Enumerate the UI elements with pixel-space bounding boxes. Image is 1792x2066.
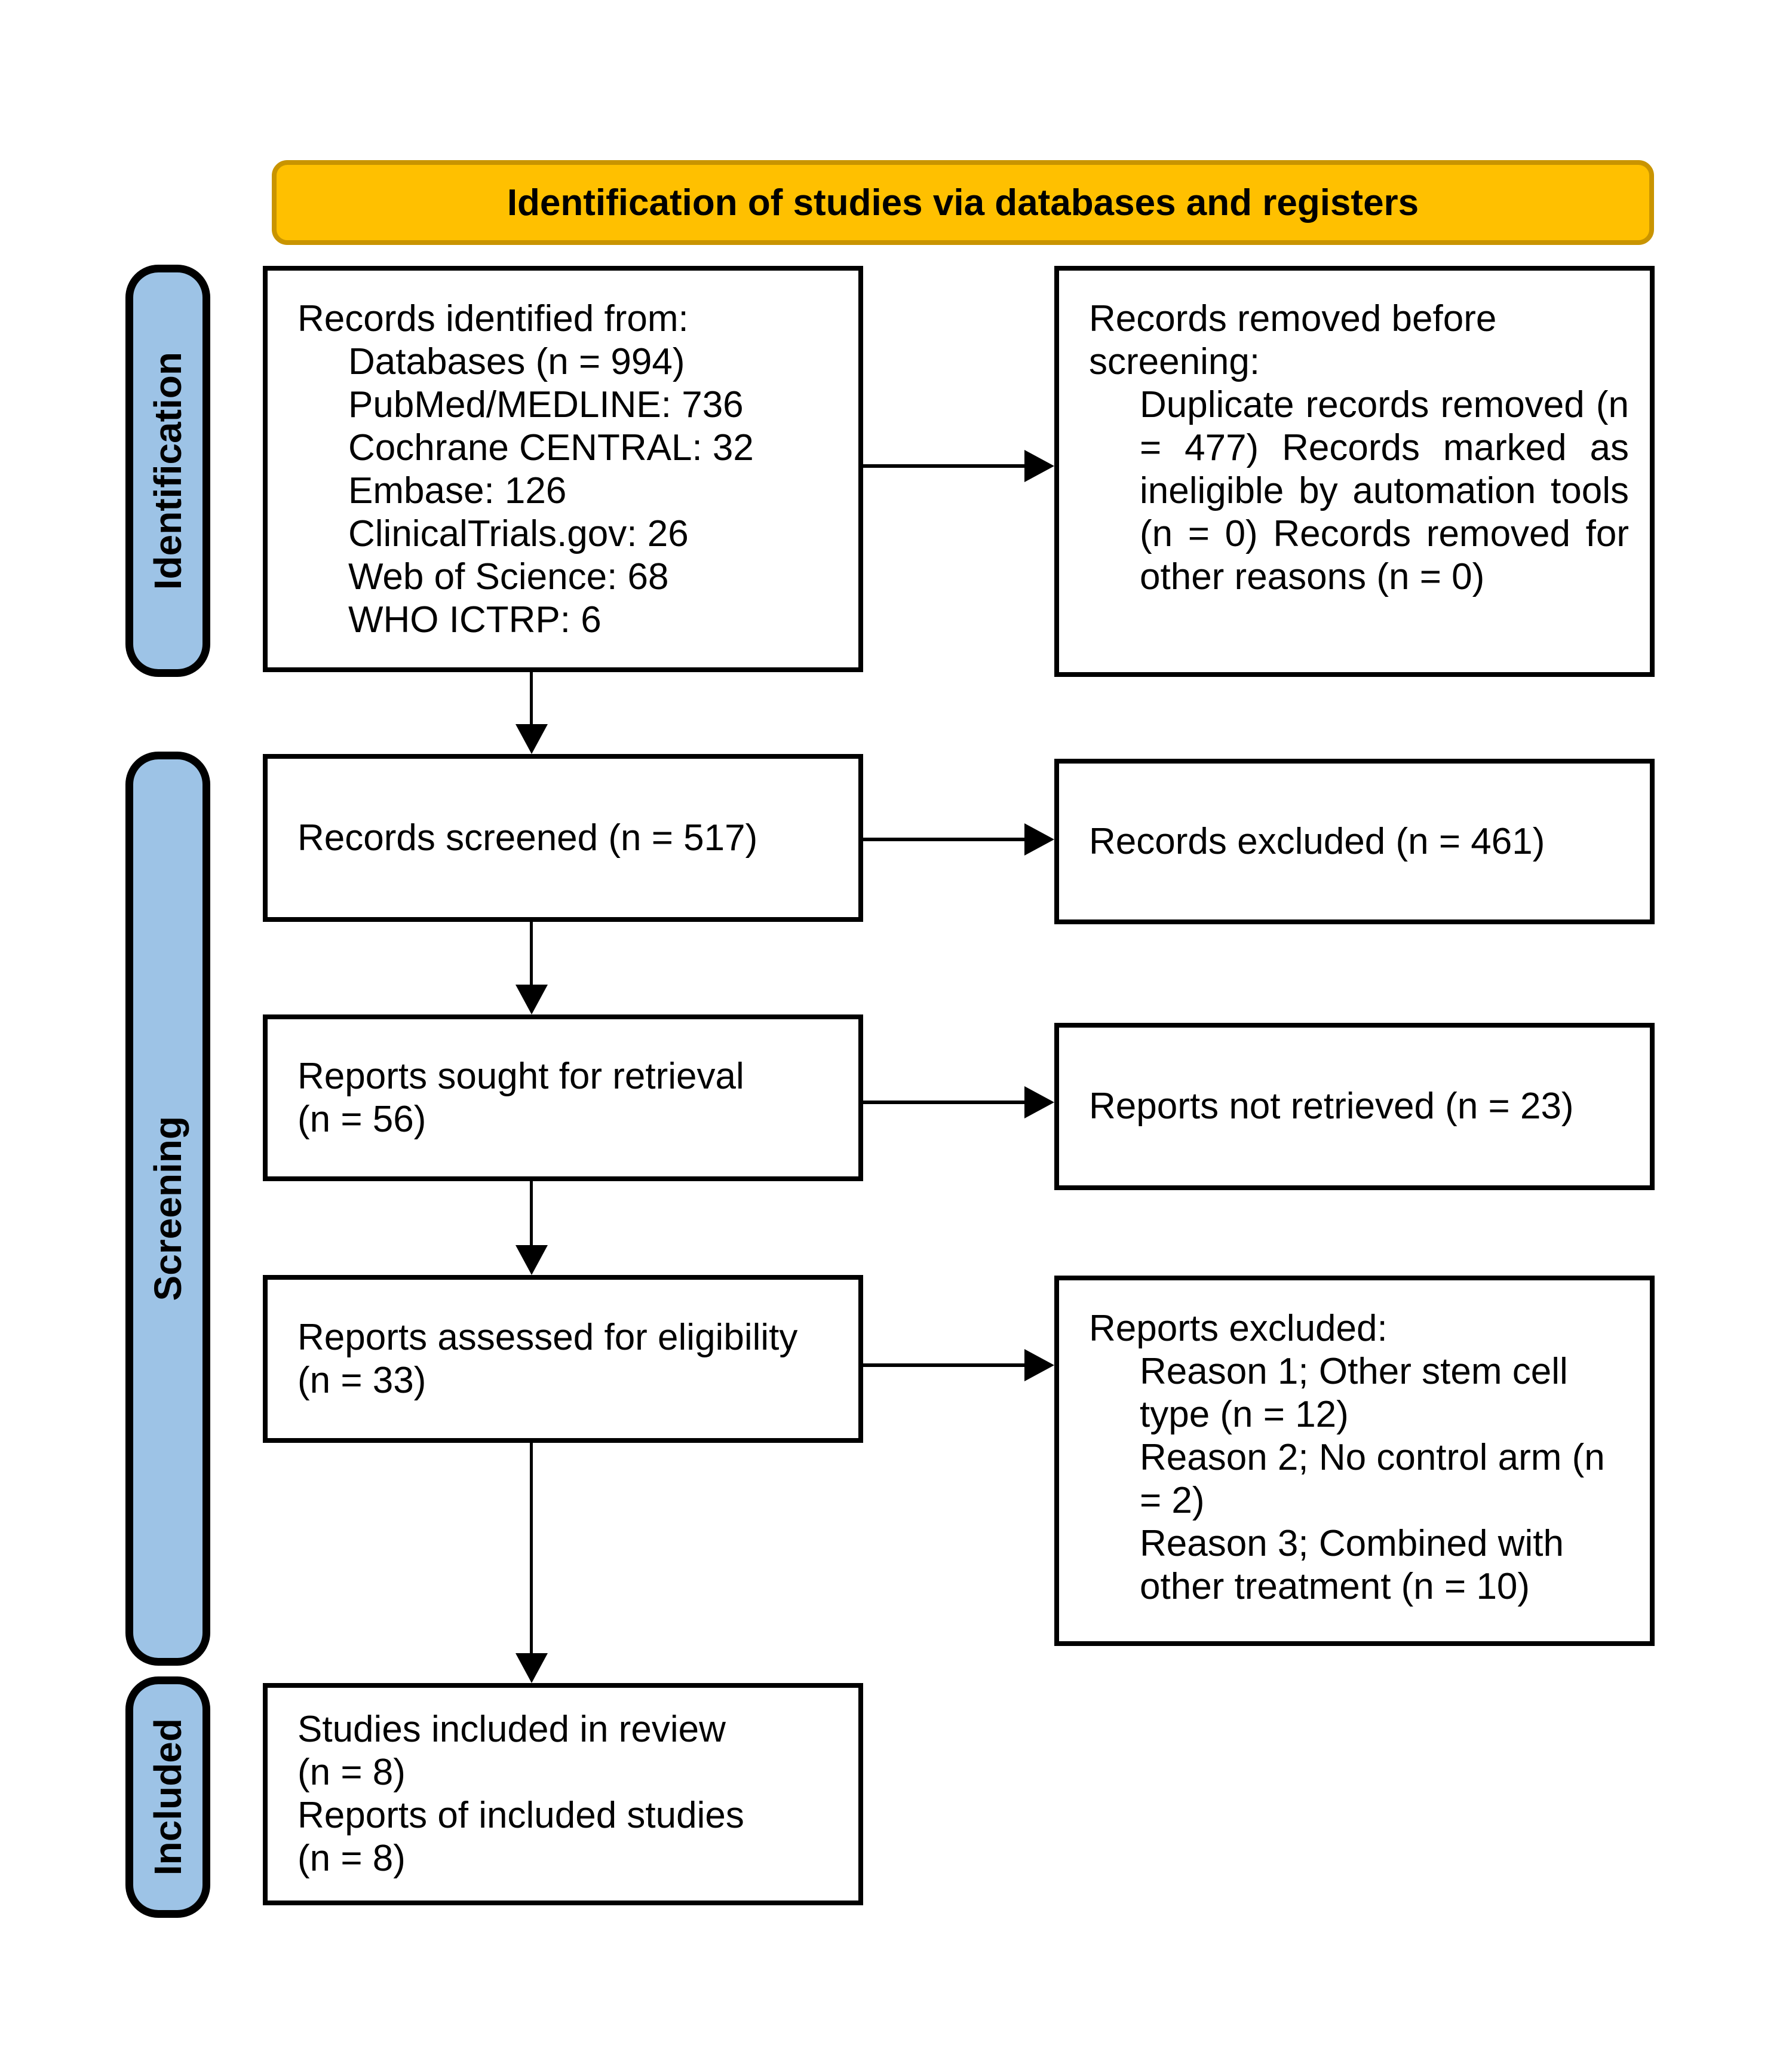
reports-sought-line2: (n = 56) bbox=[297, 1098, 426, 1140]
reports-assessed-line2: (n = 33) bbox=[297, 1359, 426, 1401]
box-records-removed: Records removed before screening: Duplic… bbox=[1054, 266, 1655, 677]
arrow-identified-to-removed-head bbox=[1024, 450, 1054, 482]
records-removed-detail: Duplicate records removed (n = 477) Reco… bbox=[1140, 384, 1629, 597]
reports-not-retrieved-text: Reports not retrieved (n = 23) bbox=[1089, 1086, 1574, 1127]
box-reports-sought: Reports sought for retrieval (n = 56) bbox=[263, 1014, 863, 1181]
stage-label-screening: Screening bbox=[125, 752, 210, 1666]
box-reports-assessed: Reports assessed for eligibility (n = 33… bbox=[263, 1275, 863, 1443]
arrow-screened-to-excluded-head bbox=[1024, 823, 1054, 856]
box-reports-not-retrieved: Reports not retrieved (n = 23) bbox=[1054, 1023, 1655, 1190]
records-identified-item: Databases (n = 994) bbox=[348, 341, 685, 382]
arrow-screened-to-sought-head bbox=[515, 985, 548, 1014]
records-removed-title: Records removed before screening: bbox=[1089, 298, 1497, 382]
records-identified-item: ClinicalTrials.gov: 26 bbox=[348, 513, 689, 554]
studies-included-line: (n = 8) bbox=[297, 1838, 406, 1879]
reports-assessed-line1: Reports assessed for eligibility bbox=[297, 1316, 798, 1358]
box-records-excluded: Records excluded (n = 461) bbox=[1054, 759, 1655, 924]
reports-sought-line1: Reports sought for retrieval bbox=[297, 1055, 744, 1097]
arrow-sought-to-assessed-line bbox=[530, 1181, 533, 1248]
reports-excluded-reason: Reason 1; Other stem cell type (n = 12) bbox=[1140, 1351, 1568, 1435]
arrow-assessed-to-included-head bbox=[515, 1653, 548, 1683]
arrow-identified-to-screened-head bbox=[515, 724, 548, 754]
arrow-sought-to-not-retrieved-line bbox=[863, 1101, 1024, 1104]
stage-label-identification: Identification bbox=[125, 265, 210, 677]
stage-label-included-text: Included bbox=[146, 1718, 189, 1876]
records-screened-text: Records screened (n = 517) bbox=[297, 817, 758, 859]
records-excluded-text: Records excluded (n = 461) bbox=[1089, 820, 1545, 862]
records-identified-item: Embase: 126 bbox=[348, 470, 567, 511]
stage-label-identification-text: Identification bbox=[146, 351, 189, 590]
box-records-screened: Records screened (n = 517) bbox=[263, 754, 863, 922]
arrow-identified-to-screened-line bbox=[530, 672, 533, 727]
arrow-assessed-to-excluded-head bbox=[1024, 1349, 1054, 1381]
records-identified-item: Cochrane CENTRAL: 32 bbox=[348, 427, 754, 468]
records-identified-item: PubMed/MEDLINE: 736 bbox=[348, 384, 744, 425]
arrow-assessed-to-excluded-line bbox=[863, 1363, 1024, 1367]
records-identified-item: Web of Science: 68 bbox=[348, 556, 669, 597]
reports-excluded-title: Reports excluded: bbox=[1089, 1308, 1388, 1349]
studies-included-line: Studies included in review bbox=[297, 1709, 726, 1750]
arrow-screened-to-excluded-line bbox=[863, 838, 1024, 841]
arrow-identified-to-removed-line bbox=[863, 464, 1024, 468]
arrow-sought-to-not-retrieved-head bbox=[1024, 1086, 1054, 1118]
arrow-screened-to-sought-line bbox=[530, 922, 533, 988]
records-identified-title: Records identified from: bbox=[297, 298, 689, 339]
banner: Identification of studies via databases … bbox=[272, 160, 1654, 245]
studies-included-line: Reports of included studies bbox=[297, 1795, 744, 1836]
box-records-identified: Records identified from: Databases (n = … bbox=[263, 266, 863, 672]
arrow-assessed-to-included-line bbox=[530, 1443, 533, 1656]
reports-excluded-reason: Reason 2; No control arm (n = 2) bbox=[1140, 1437, 1605, 1521]
box-reports-excluded: Reports excluded: Reason 1; Other stem c… bbox=[1054, 1276, 1655, 1646]
records-identified-item: WHO ICTRP: 6 bbox=[348, 599, 602, 640]
banner-title: Identification of studies via databases … bbox=[507, 182, 1419, 223]
stage-label-screening-text: Screening bbox=[146, 1116, 189, 1301]
studies-included-line: (n = 8) bbox=[297, 1752, 406, 1793]
box-studies-included: Studies included in review (n = 8) Repor… bbox=[263, 1683, 863, 1905]
reports-excluded-reason: Reason 3; Combined with other treatment … bbox=[1140, 1523, 1564, 1607]
arrow-sought-to-assessed-head bbox=[515, 1245, 548, 1275]
stage-label-included: Included bbox=[125, 1676, 210, 1918]
